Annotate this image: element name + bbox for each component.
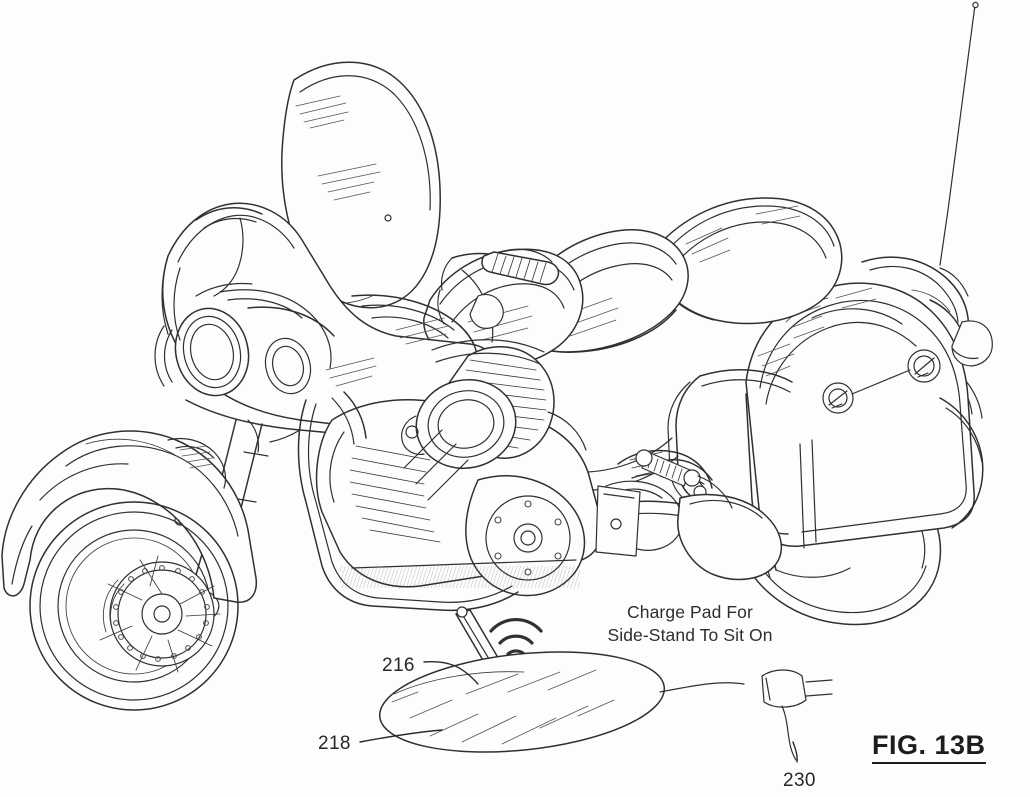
charge-pad-hatching xyxy=(391,669,615,745)
primary-cover-bolts xyxy=(494,500,562,576)
front-wheel xyxy=(29,501,239,711)
engine-guard-crash-bar xyxy=(297,391,519,612)
caption-line-1: Charge Pad For xyxy=(627,602,753,622)
handlebar-grip xyxy=(437,251,560,343)
front-fairing xyxy=(154,61,495,445)
reference-numeral-216: 216 xyxy=(382,655,415,676)
side-panel xyxy=(595,485,641,557)
windshield-shading xyxy=(295,95,381,201)
grip-ribs xyxy=(491,253,547,283)
reference-numeral-230: 230 xyxy=(783,770,816,791)
front-fender xyxy=(1,430,258,603)
rear-suspension xyxy=(635,449,733,509)
leader-lines xyxy=(359,660,798,763)
plug-prongs xyxy=(805,679,833,697)
power-cord-and-plug xyxy=(659,669,833,761)
caption-line-2: Side-Stand To Sit On xyxy=(607,625,773,645)
figure-label: FIG. 13B xyxy=(872,730,986,764)
saddlebag xyxy=(745,282,993,549)
passenger-seat xyxy=(653,197,843,325)
charge-pad xyxy=(378,651,666,753)
charge-pad-caption: Charge Pad For Side-Stand To Sit On xyxy=(590,601,790,647)
wheel-spokes xyxy=(99,555,221,673)
antenna xyxy=(939,1,979,266)
reference-numeral-218: 218 xyxy=(318,733,351,754)
v-twin-engine xyxy=(315,346,603,597)
saddlebag-buckles xyxy=(822,349,941,414)
